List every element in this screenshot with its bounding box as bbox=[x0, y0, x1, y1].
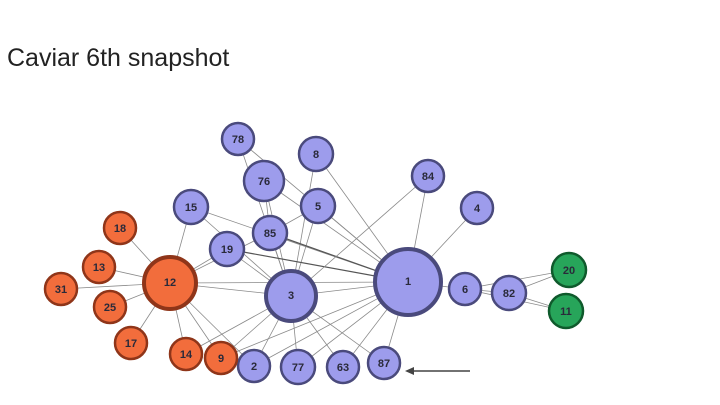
node-5: 5 bbox=[299, 187, 337, 225]
node-25: 25 bbox=[92, 289, 128, 325]
node-label-20: 20 bbox=[563, 265, 575, 277]
node-label-1: 1 bbox=[405, 276, 411, 288]
node-circle-13 bbox=[81, 249, 117, 285]
node-circle-87 bbox=[366, 345, 402, 381]
node-circle-12 bbox=[142, 255, 198, 311]
node-11: 11 bbox=[547, 292, 585, 330]
node-label-4: 4 bbox=[474, 203, 481, 215]
node-63: 63 bbox=[325, 349, 361, 385]
node-circle-63 bbox=[325, 349, 361, 385]
node-layer: 78 8 76 84 15 5 4 85 19 1 6 82 3 2 77 63 87 18 13 31 12 25 17 1… bbox=[43, 121, 588, 386]
node-circle-3 bbox=[264, 269, 318, 323]
node-label-82: 82 bbox=[503, 288, 515, 300]
node-label-13: 13 bbox=[93, 262, 105, 274]
node-circle-8 bbox=[297, 135, 335, 173]
node-label-11: 11 bbox=[560, 306, 572, 318]
node-circle-5 bbox=[299, 187, 337, 225]
node-circle-14 bbox=[168, 336, 204, 372]
node-12: 12 bbox=[142, 255, 198, 311]
node-18: 18 bbox=[102, 210, 138, 246]
node-20: 20 bbox=[550, 251, 588, 289]
node-label-9: 9 bbox=[218, 353, 224, 365]
node-77: 77 bbox=[279, 348, 317, 386]
slide-title: Caviar 6th snapshot bbox=[7, 44, 230, 72]
node-84: 84 bbox=[410, 158, 446, 194]
node-17: 17 bbox=[113, 325, 149, 361]
node-circle-77 bbox=[279, 348, 317, 386]
node-13: 13 bbox=[81, 249, 117, 285]
node-85: 85 bbox=[251, 214, 289, 252]
node-label-78: 78 bbox=[232, 134, 244, 146]
node-19: 19 bbox=[208, 230, 246, 268]
node-circle-4 bbox=[459, 190, 495, 226]
node-label-6: 6 bbox=[462, 284, 468, 296]
node-label-8: 8 bbox=[313, 149, 319, 161]
node-87: 87 bbox=[366, 345, 402, 381]
node-circle-6 bbox=[447, 271, 483, 307]
node-circle-20 bbox=[550, 251, 588, 289]
node-8: 8 bbox=[297, 135, 335, 173]
node-label-31: 31 bbox=[55, 284, 67, 296]
node-circle-9 bbox=[203, 340, 239, 376]
node-15: 15 bbox=[172, 188, 210, 226]
node-label-63: 63 bbox=[337, 362, 349, 374]
node-label-3: 3 bbox=[288, 290, 294, 302]
node-label-19: 19 bbox=[221, 244, 233, 256]
node-6: 6 bbox=[447, 271, 483, 307]
node-label-14: 14 bbox=[180, 349, 193, 361]
node-circle-82 bbox=[490, 274, 528, 312]
node-circle-25 bbox=[92, 289, 128, 325]
node-label-18: 18 bbox=[114, 223, 126, 235]
node-circle-19 bbox=[208, 230, 246, 268]
node-76: 76 bbox=[242, 159, 286, 203]
node-circle-18 bbox=[102, 210, 138, 246]
node-circle-31 bbox=[43, 271, 79, 307]
node-label-5: 5 bbox=[315, 201, 321, 213]
node-circle-76 bbox=[242, 159, 286, 203]
node-label-77: 77 bbox=[292, 362, 304, 374]
node-circle-15 bbox=[172, 188, 210, 226]
node-1: 1 bbox=[373, 247, 443, 317]
node-label-25: 25 bbox=[104, 302, 116, 314]
node-label-2: 2 bbox=[251, 361, 257, 373]
node-14: 14 bbox=[168, 336, 204, 372]
node-circle-1 bbox=[373, 247, 443, 317]
node-3: 3 bbox=[264, 269, 318, 323]
node-31: 31 bbox=[43, 271, 79, 307]
node-label-84: 84 bbox=[422, 171, 435, 183]
node-circle-17 bbox=[113, 325, 149, 361]
node-label-17: 17 bbox=[125, 338, 137, 350]
node-4: 4 bbox=[459, 190, 495, 226]
node-circle-85 bbox=[251, 214, 289, 252]
node-label-76: 76 bbox=[258, 176, 270, 188]
node-78: 78 bbox=[220, 121, 256, 157]
node-circle-84 bbox=[410, 158, 446, 194]
node-circle-11 bbox=[547, 292, 585, 330]
node-9: 9 bbox=[203, 340, 239, 376]
node-2: 2 bbox=[236, 348, 272, 384]
node-label-87: 87 bbox=[378, 358, 390, 370]
pointer-arrow bbox=[405, 367, 470, 375]
edge-84-3 bbox=[290, 175, 429, 297]
node-circle-2 bbox=[236, 348, 272, 384]
node-label-85: 85 bbox=[264, 228, 276, 240]
node-label-15: 15 bbox=[185, 202, 197, 214]
node-label-12: 12 bbox=[164, 277, 176, 289]
node-circle-78 bbox=[220, 121, 256, 157]
node-82: 82 bbox=[490, 274, 528, 312]
